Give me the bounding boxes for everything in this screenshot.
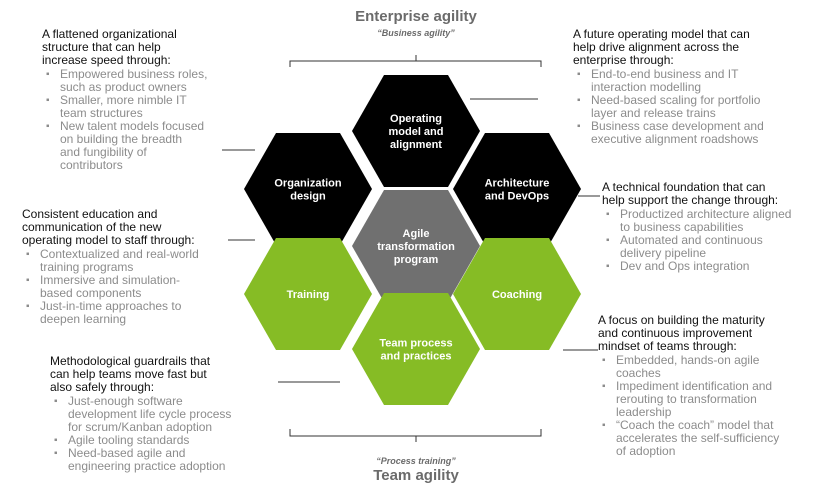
- bullet-item: “Coach the coach” model thataccelerates …: [598, 419, 828, 458]
- process-training-subtitle: “Process training”: [376, 456, 456, 466]
- svg-text:Coaching: Coaching: [492, 289, 542, 301]
- team-agility-title: Team agility: [373, 467, 459, 484]
- hex-label-line: model and: [388, 126, 443, 138]
- hex-label-line: Coaching: [492, 289, 542, 301]
- bullet-item: Dev and Ops integration: [602, 260, 830, 274]
- hex-label-line: Agile: [403, 228, 430, 240]
- bullet-list: Embedded, hands-on agilecoachesImpedimen…: [598, 354, 828, 458]
- hex-label-line: Architecture: [485, 178, 550, 190]
- hex-coaching: Coaching: [453, 238, 581, 350]
- hex-label-line: design: [290, 191, 326, 203]
- enterprise-agility-title: Enterprise agility: [355, 8, 477, 25]
- bottom-brace: [289, 429, 542, 442]
- hex-label-line: transformation: [377, 241, 455, 253]
- bullet-item: Agile tooling standards: [50, 434, 280, 448]
- hex-label-line: and practices: [381, 351, 452, 363]
- hex-label-line: Training: [287, 289, 330, 301]
- svg-text:Training: Training: [287, 289, 330, 301]
- hex-training: Training: [244, 238, 372, 350]
- hex-label-line: Organization: [274, 178, 342, 190]
- bullet-item: Immersive and simulation-based component…: [22, 274, 242, 300]
- bullet-list: Empowered business roles,such as product…: [42, 68, 242, 172]
- bullet-item: Empowered business roles,such as product…: [42, 68, 242, 94]
- hex-label-line: program: [394, 254, 439, 266]
- top-brace: [289, 55, 542, 67]
- hex-label-line: Operating: [390, 113, 442, 125]
- hex-label-line: Team process: [379, 338, 452, 350]
- business-agility-subtitle: “Business agility”: [377, 28, 455, 38]
- hex-label-line: and DevOps: [485, 191, 549, 203]
- hex-label-line: alignment: [390, 139, 442, 151]
